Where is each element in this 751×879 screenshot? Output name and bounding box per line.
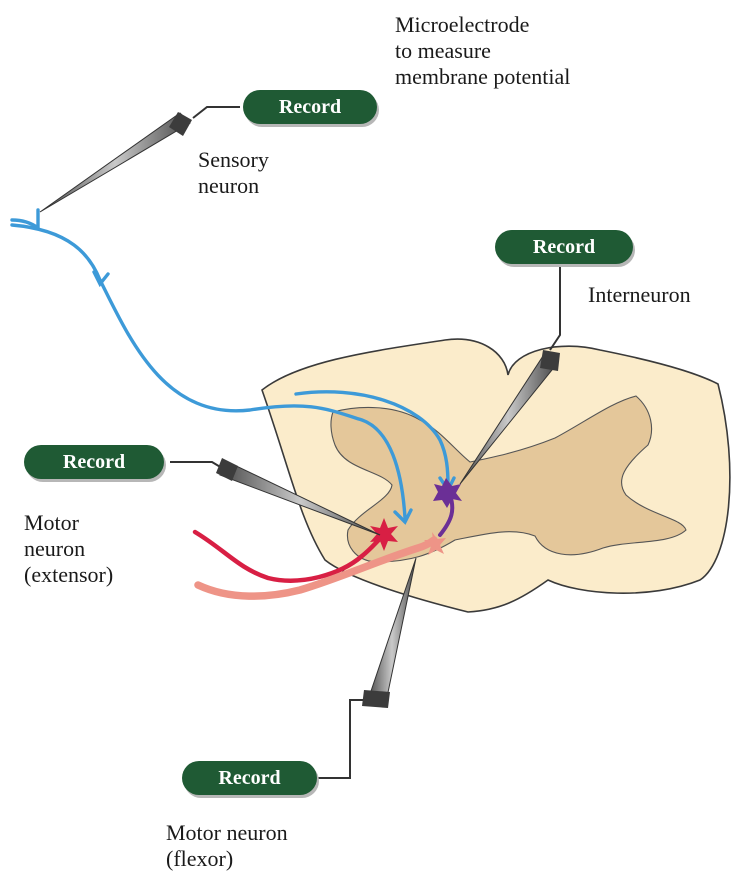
motor-neuron-extensor-label: Motor neuron (extensor)	[24, 510, 113, 588]
motor-neuron-flexor-label: Motor neuron (flexor)	[166, 820, 288, 872]
microelectrode-label: Microelectrode to measure membrane poten…	[395, 12, 570, 90]
record-button-sensory[interactable]: Record	[243, 90, 377, 124]
sensory-neuron-label: Sensory neuron	[198, 147, 269, 199]
interneuron-label: Interneuron	[588, 282, 691, 308]
record-button-interneuron[interactable]: Record	[495, 230, 633, 264]
record-button-flexor[interactable]: Record	[182, 761, 317, 795]
sensory-electrode	[40, 112, 192, 212]
record-button-extensor[interactable]: Record	[24, 445, 164, 479]
